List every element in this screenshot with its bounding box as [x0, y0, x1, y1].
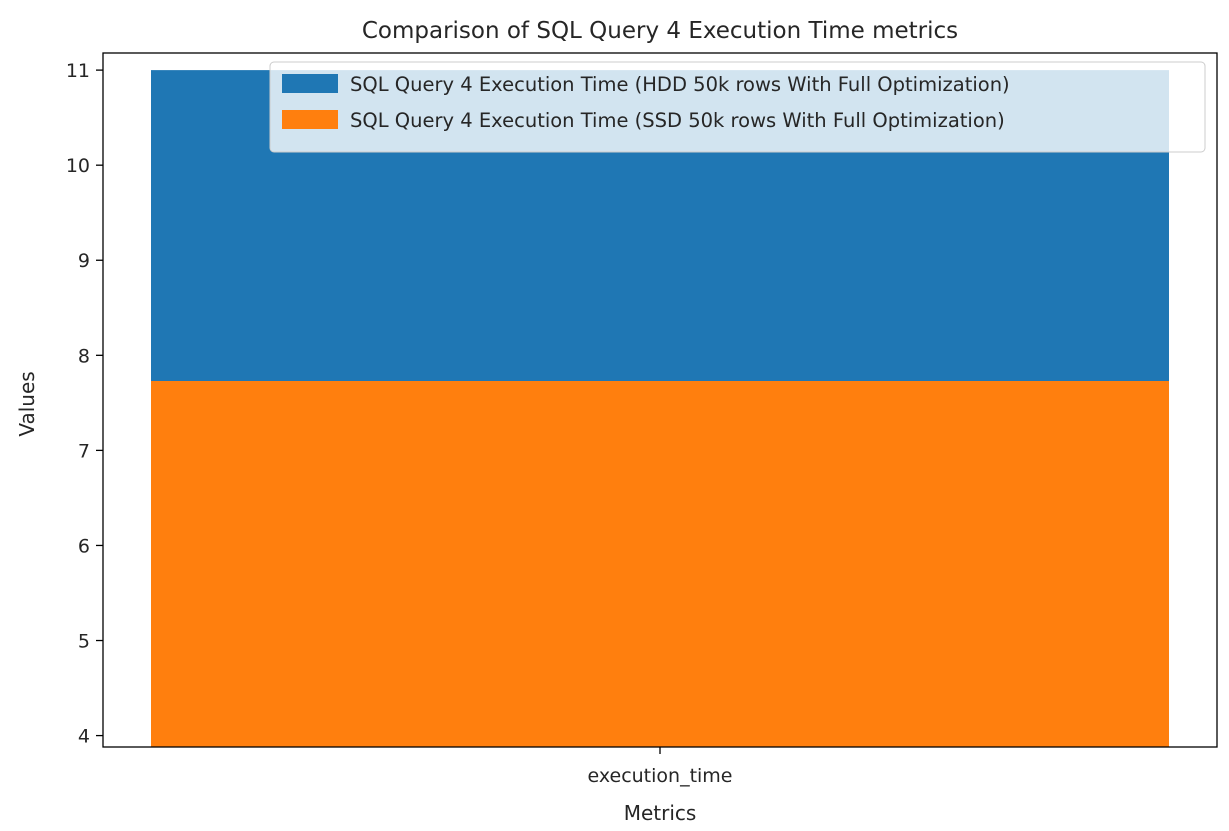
legend-label-series-1: SQL Query 4 Execution Time (HDD 50k rows…	[350, 73, 1010, 96]
y-axis-ticks: 4 5 6 7 8 9 10 11	[66, 60, 103, 748]
legend-swatch-series-1	[282, 74, 338, 93]
x-tick-label: execution_time	[587, 765, 732, 787]
x-axis-label: Metrics	[624, 801, 697, 825]
x-axis-ticks: execution_time	[587, 747, 733, 787]
legend-label-series-2: SQL Query 4 Execution Time (SSD 50k rows…	[350, 109, 1005, 132]
y-tick-label: 8	[78, 345, 90, 367]
legend-box	[269, 61, 1206, 153]
y-tick-label: 10	[66, 155, 90, 177]
y-axis-label: Values	[15, 371, 39, 436]
legend-swatch-series-2	[282, 110, 338, 129]
y-tick-label: 11	[66, 60, 90, 82]
plot-area: 4 5 6 7 8 9 10 11 execution_time SQL Query 4 Exec…	[66, 52, 1218, 787]
y-tick-label: 7	[78, 440, 90, 462]
y-tick-label: 5	[78, 631, 90, 653]
legend: SQL Query 4 Execution Time (HDD 50k rows…	[269, 61, 1206, 153]
y-tick-label: 6	[78, 535, 90, 557]
chart-title: Comparison of SQL Query 4 Execution Time…	[362, 18, 958, 44]
bars-group	[151, 70, 1169, 748]
y-tick-label: 9	[78, 250, 90, 272]
y-tick-label: 4	[78, 726, 90, 748]
bar-series-2-execution-time	[151, 380, 1169, 747]
